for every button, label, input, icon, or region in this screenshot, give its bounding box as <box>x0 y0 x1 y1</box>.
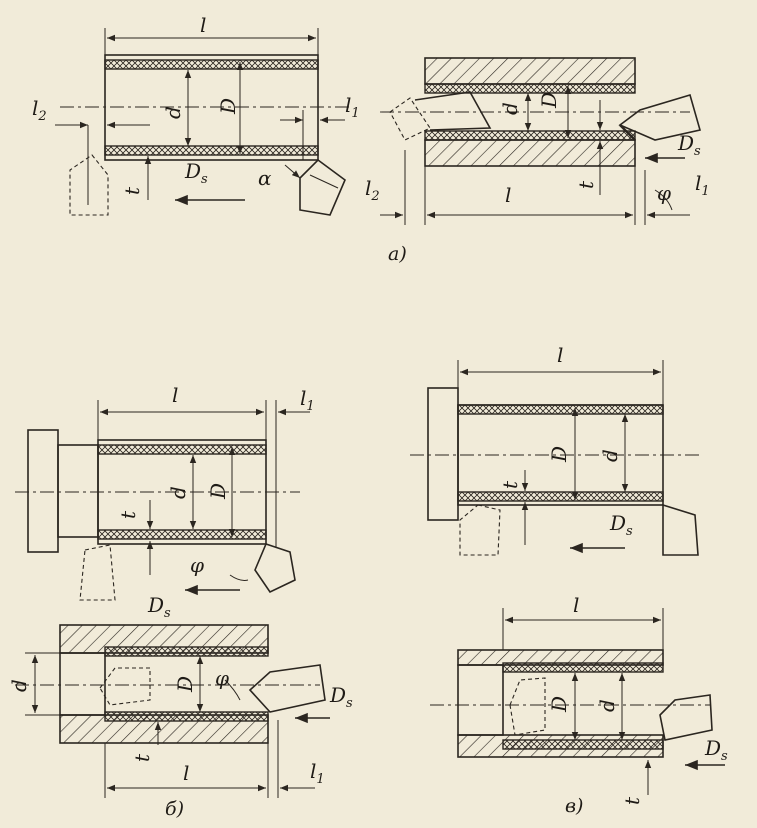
scheme-b-external <box>15 400 310 601</box>
label-d-b-top: d <box>166 486 190 499</box>
label-t-a-right: t <box>574 180 598 189</box>
label-l-v-bottom: l <box>573 593 579 617</box>
label-alpha-a: α <box>258 166 272 190</box>
label-d-b-bottom: d <box>7 679 31 692</box>
label-phi-b-bottom: φ <box>215 666 229 690</box>
label-d-a-right: d <box>498 102 522 115</box>
label-t-v-top: t <box>498 480 522 489</box>
label-Ds-a-right: Ds <box>677 131 701 159</box>
label-t-b-top: t <box>116 510 140 519</box>
label-Ds-v-bottom: Ds <box>704 736 728 764</box>
label-l-b-top: l <box>172 383 178 407</box>
label-d-v-top: d <box>598 449 622 462</box>
label-phi-b-top: φ <box>190 553 204 577</box>
label-Ds-v-top: Ds <box>609 511 633 539</box>
label-l2-a-left: l2 <box>32 96 47 124</box>
label-l-a-left: l <box>200 13 206 37</box>
label-l1-b-bottom: l1 <box>310 759 325 787</box>
label-l-a-right: l <box>505 183 511 207</box>
label-l-v-top: l <box>557 343 563 367</box>
label-d-a-left: d <box>161 106 185 119</box>
label-t-a-left: t <box>120 186 144 195</box>
scheme-a-boring <box>380 57 702 225</box>
caption-b: б) <box>165 798 184 820</box>
scheme-b-boring <box>15 624 330 798</box>
label-Ds-b-bottom: Ds <box>329 683 353 711</box>
label-t-b-bottom: t <box>130 753 154 762</box>
caption-v: в) <box>565 795 583 817</box>
label-D-b-bottom: D <box>173 676 197 693</box>
scheme-v-external <box>410 360 700 556</box>
label-l2-a-right: l2 <box>365 176 380 204</box>
caption-a: а) <box>388 243 407 265</box>
label-D-b-top: D <box>206 483 230 500</box>
label-l-b-bottom: l <box>183 761 189 785</box>
label-D-v-bottom: D <box>547 696 571 713</box>
label-l1-a-left: l1 <box>345 93 360 121</box>
scheme-v-boring <box>430 608 725 795</box>
label-Ds-b-top: Ds <box>147 593 171 621</box>
label-l1-a-right: l1 <box>695 171 710 199</box>
scheme-a-external <box>55 28 350 216</box>
label-l1-b-top: l1 <box>300 386 315 414</box>
label-Ds-a-left: Ds <box>184 159 208 187</box>
label-d-v-bottom: d <box>595 699 619 712</box>
label-t-v-bottom: t <box>620 796 644 805</box>
label-D-a-left: D <box>216 98 240 115</box>
label-D-v-top: D <box>547 446 571 463</box>
label-phi-a: φ <box>657 181 671 205</box>
label-D-a-right: D <box>537 92 561 109</box>
